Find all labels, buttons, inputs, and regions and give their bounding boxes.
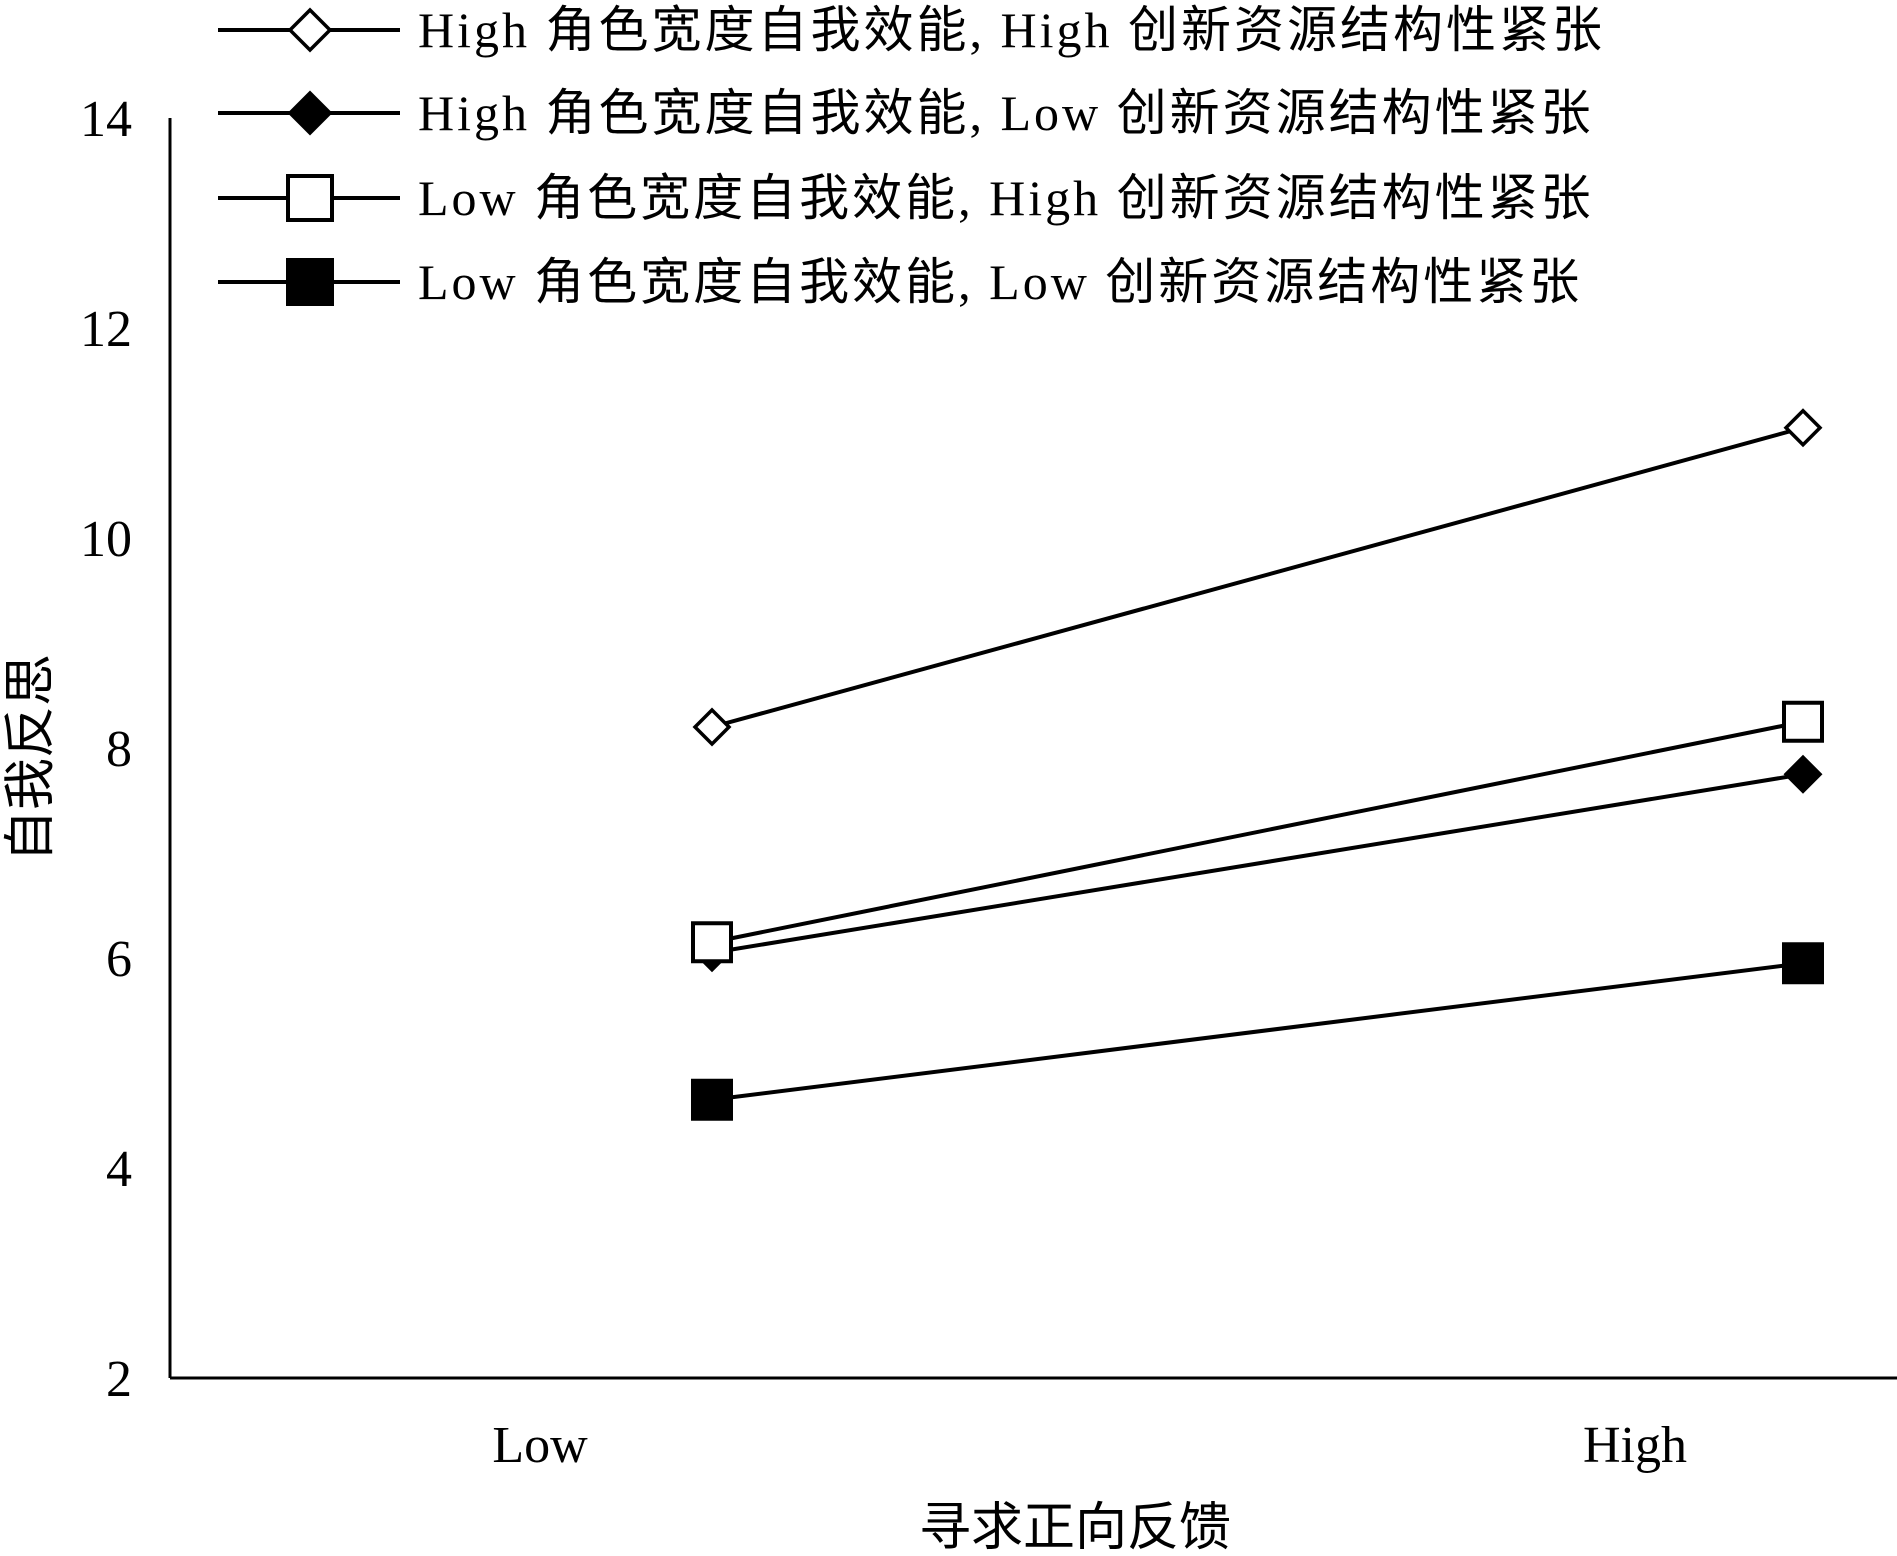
series-2 xyxy=(692,754,1823,973)
data-point-marker xyxy=(287,7,333,53)
legend-label: High 角色宽度自我效能, High 创新资源结构性紧张 xyxy=(418,2,1605,58)
series-layer xyxy=(691,408,1824,1121)
legend-item: Low 角色宽度自我效能, Low 创新资源结构性紧张 xyxy=(218,254,1582,310)
y-tick-label: 4 xyxy=(106,1141,132,1198)
y-tick-label: 12 xyxy=(80,301,132,358)
legend-item: High 角色宽度自我效能, Low 创新资源结构性紧张 xyxy=(218,85,1594,141)
legend-label: High 角色宽度自我效能, Low 创新资源结构性紧张 xyxy=(418,85,1594,141)
x-axis-title: 寻求正向反馈 xyxy=(919,1500,1231,1556)
legend-item: Low 角色宽度自我效能, High 创新资源结构性紧张 xyxy=(218,170,1594,226)
series-line xyxy=(711,772,1804,955)
x-tick-labels: Low High xyxy=(492,1417,1687,1474)
data-point-marker xyxy=(692,707,732,747)
legend-label: Low 角色宽度自我效能, High 创新资源结构性紧张 xyxy=(418,170,1594,226)
series-3 xyxy=(691,700,1824,964)
y-tick-label: 8 xyxy=(106,721,132,778)
data-point-marker xyxy=(1782,942,1824,985)
data-point-marker xyxy=(286,174,334,222)
y-tick-label: 10 xyxy=(80,511,132,568)
axes xyxy=(168,118,1897,1380)
series-line xyxy=(711,425,1804,729)
y-tick-label: 14 xyxy=(80,91,132,148)
data-point-marker xyxy=(1783,408,1823,448)
series-line xyxy=(711,719,1804,945)
x-category-label: Low xyxy=(492,1417,588,1474)
data-point-marker xyxy=(1782,700,1824,743)
data-point-marker xyxy=(286,258,334,306)
y-tick-label: 2 xyxy=(106,1351,132,1408)
legend: High 角色宽度自我效能, High 创新资源结构性紧张 High 角色宽度自我… xyxy=(218,2,1605,310)
y-tick-labels: 2 4 6 8 10 12 14 xyxy=(80,91,132,1408)
series-1 xyxy=(692,408,1823,747)
data-point-marker xyxy=(1783,754,1823,794)
data-point-marker xyxy=(691,1078,733,1121)
y-axis-title: 自我反思 xyxy=(3,654,60,862)
legend-item: High 角色宽度自我效能, High 创新资源结构性紧张 xyxy=(218,2,1605,58)
y-tick-label: 6 xyxy=(106,931,132,988)
x-category-label: High xyxy=(1583,1417,1687,1474)
legend-label: Low 角色宽度自我效能, Low 创新资源结构性紧张 xyxy=(418,254,1582,310)
data-point-marker xyxy=(287,90,333,136)
series-4 xyxy=(691,942,1824,1121)
series-line xyxy=(711,961,1804,1102)
data-point-marker xyxy=(691,921,733,964)
